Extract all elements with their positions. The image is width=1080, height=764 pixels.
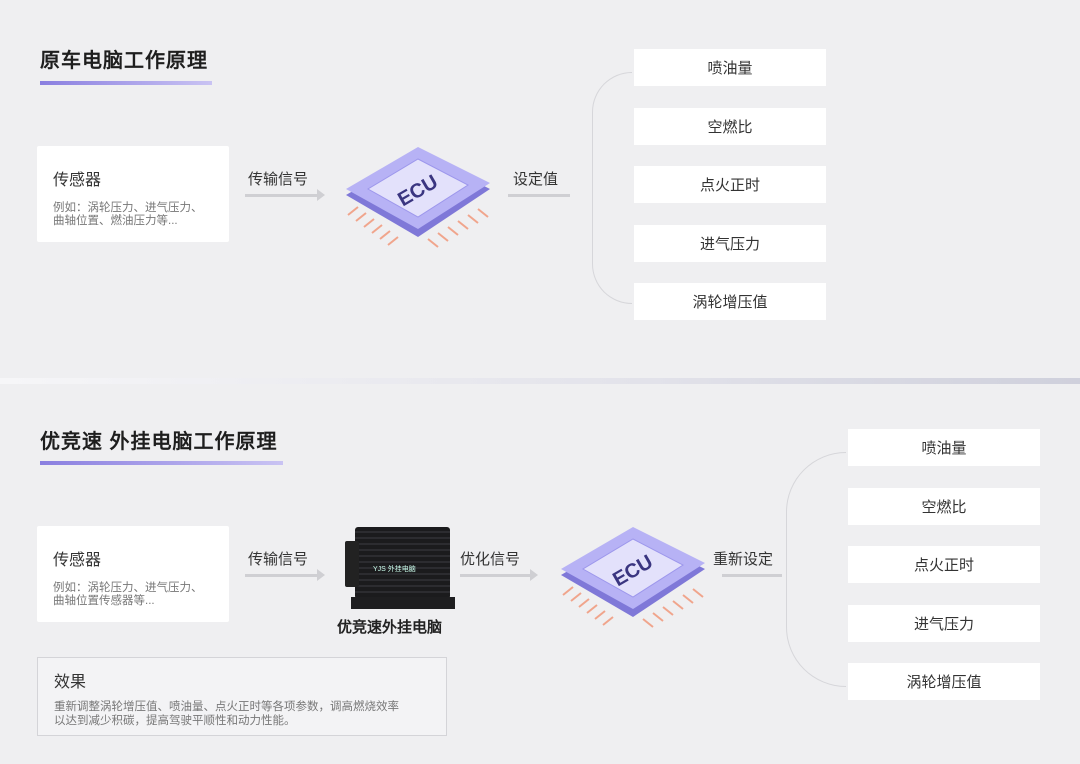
- output-box: 点火正时: [848, 546, 1040, 583]
- connector-line: [722, 574, 782, 577]
- device-logo: YJS 外挂电脑: [373, 566, 416, 573]
- output-box: 空燃比: [634, 108, 826, 145]
- effect-desc: 重新调整涡轮增压值、喷油量、点火正时等各项参数，调高燃烧效率 以达到减少积碳，提…: [54, 701, 399, 727]
- addon-computer-icon: YJS 外挂电脑: [345, 527, 460, 611]
- sensor-desc: 例如：涡轮压力、进气压力、 曲轴位置传感器等...: [53, 582, 203, 607]
- sensor-desc: 例如：涡轮压力、进气压力、 曲轴位置、燃油压力等...: [53, 202, 203, 227]
- addon-computer-label: 优竞速外挂电脑: [337, 619, 443, 636]
- sensor-title: 传感器: [53, 172, 102, 189]
- output-box: 进气压力: [848, 605, 1040, 642]
- page-title-addon: 优竞速 外挂电脑工作原理: [40, 431, 278, 453]
- effect-title: 效果: [54, 674, 87, 691]
- sensor-card: 传感器 例如：涡轮压力、进气压力、 曲轴位置传感器等...: [37, 526, 229, 622]
- sensor-title: 传感器: [53, 552, 102, 569]
- bracket: [786, 452, 846, 687]
- output-box: 进气压力: [634, 225, 826, 262]
- title-underline: [40, 461, 283, 465]
- page-title-original: 原车电脑工作原理: [40, 50, 208, 72]
- title-underline: [40, 81, 212, 85]
- output-box: 喷油量: [848, 429, 1040, 466]
- output-box: 涡轮增压值: [634, 283, 826, 320]
- reset-label: 重新设定: [713, 551, 774, 568]
- arrow: [245, 569, 325, 581]
- section-divider: [0, 378, 1080, 384]
- connector-line: [508, 194, 570, 197]
- output-box: 空燃比: [848, 488, 1040, 525]
- bracket: [592, 72, 632, 304]
- arrow: [245, 189, 325, 201]
- output-box: 喷油量: [634, 49, 826, 86]
- output-box: 涡轮增压值: [848, 663, 1040, 700]
- signal-label: 传输信号: [248, 171, 309, 188]
- output-box: 点火正时: [634, 166, 826, 203]
- sensor-card: 传感器 例如：涡轮压力、进气压力、 曲轴位置、燃油压力等...: [37, 146, 229, 242]
- arrow: [460, 569, 538, 581]
- effect-card: 效果 重新调整涡轮增压值、喷油量、点火正时等各项参数，调高燃烧效率 以达到减少积…: [37, 657, 447, 736]
- signal-label: 传输信号: [248, 551, 309, 568]
- optimize-signal-label: 优化信号: [460, 551, 521, 568]
- set-value-label: 设定值: [513, 171, 559, 188]
